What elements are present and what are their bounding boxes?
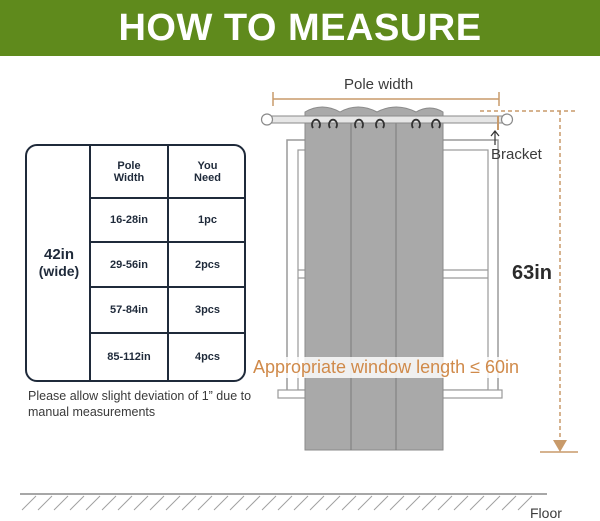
measurement-note: Please allow slight deviation of 1” due …: [28, 389, 252, 419]
bracket-indicator: [490, 116, 500, 145]
curtain-size-value: 42in: [43, 246, 74, 263]
table-divider: [89, 286, 246, 288]
table-divider: [89, 146, 91, 380]
floor-label: Floor: [530, 505, 562, 521]
table-divider: [89, 332, 246, 334]
banner-title: HOW TO MEASURE: [118, 6, 482, 49]
curtain-panel: [304, 106, 444, 451]
cell-pole-width: 85-112in: [107, 351, 151, 363]
curtain-rod: [260, 113, 514, 126]
height-dimension: [480, 110, 578, 453]
curtain-grommets: [311, 118, 441, 129]
header-banner: HOW TO MEASURE: [0, 0, 600, 56]
floor: [20, 493, 547, 511]
cell-you-need: 1pc: [198, 214, 217, 226]
pole-width-dimension: [272, 92, 500, 106]
cell-you-need: 4pcs: [194, 351, 221, 363]
cell-pole-width: 57-84in: [110, 304, 148, 316]
table-divider: [89, 241, 246, 243]
table-divider: [89, 197, 246, 199]
cell-you-need: 2pcs: [194, 258, 221, 271]
cell-you-need: 3pcs: [194, 304, 221, 316]
curtain-height-label: 63in: [512, 262, 553, 284]
curtain-size-cell: 42in (wide): [27, 146, 91, 380]
cell-pole-width: 16-28in: [110, 214, 148, 226]
pole-width-label: Pole width: [344, 76, 414, 93]
bracket-label: Bracket: [491, 146, 542, 163]
window-length-label: Appropriate window length ≤ 60in: [250, 357, 523, 378]
table-divider: [167, 146, 169, 380]
curtain-size-unit: (wide): [38, 263, 80, 279]
cell-pole-width: 29-56in: [110, 258, 148, 271]
